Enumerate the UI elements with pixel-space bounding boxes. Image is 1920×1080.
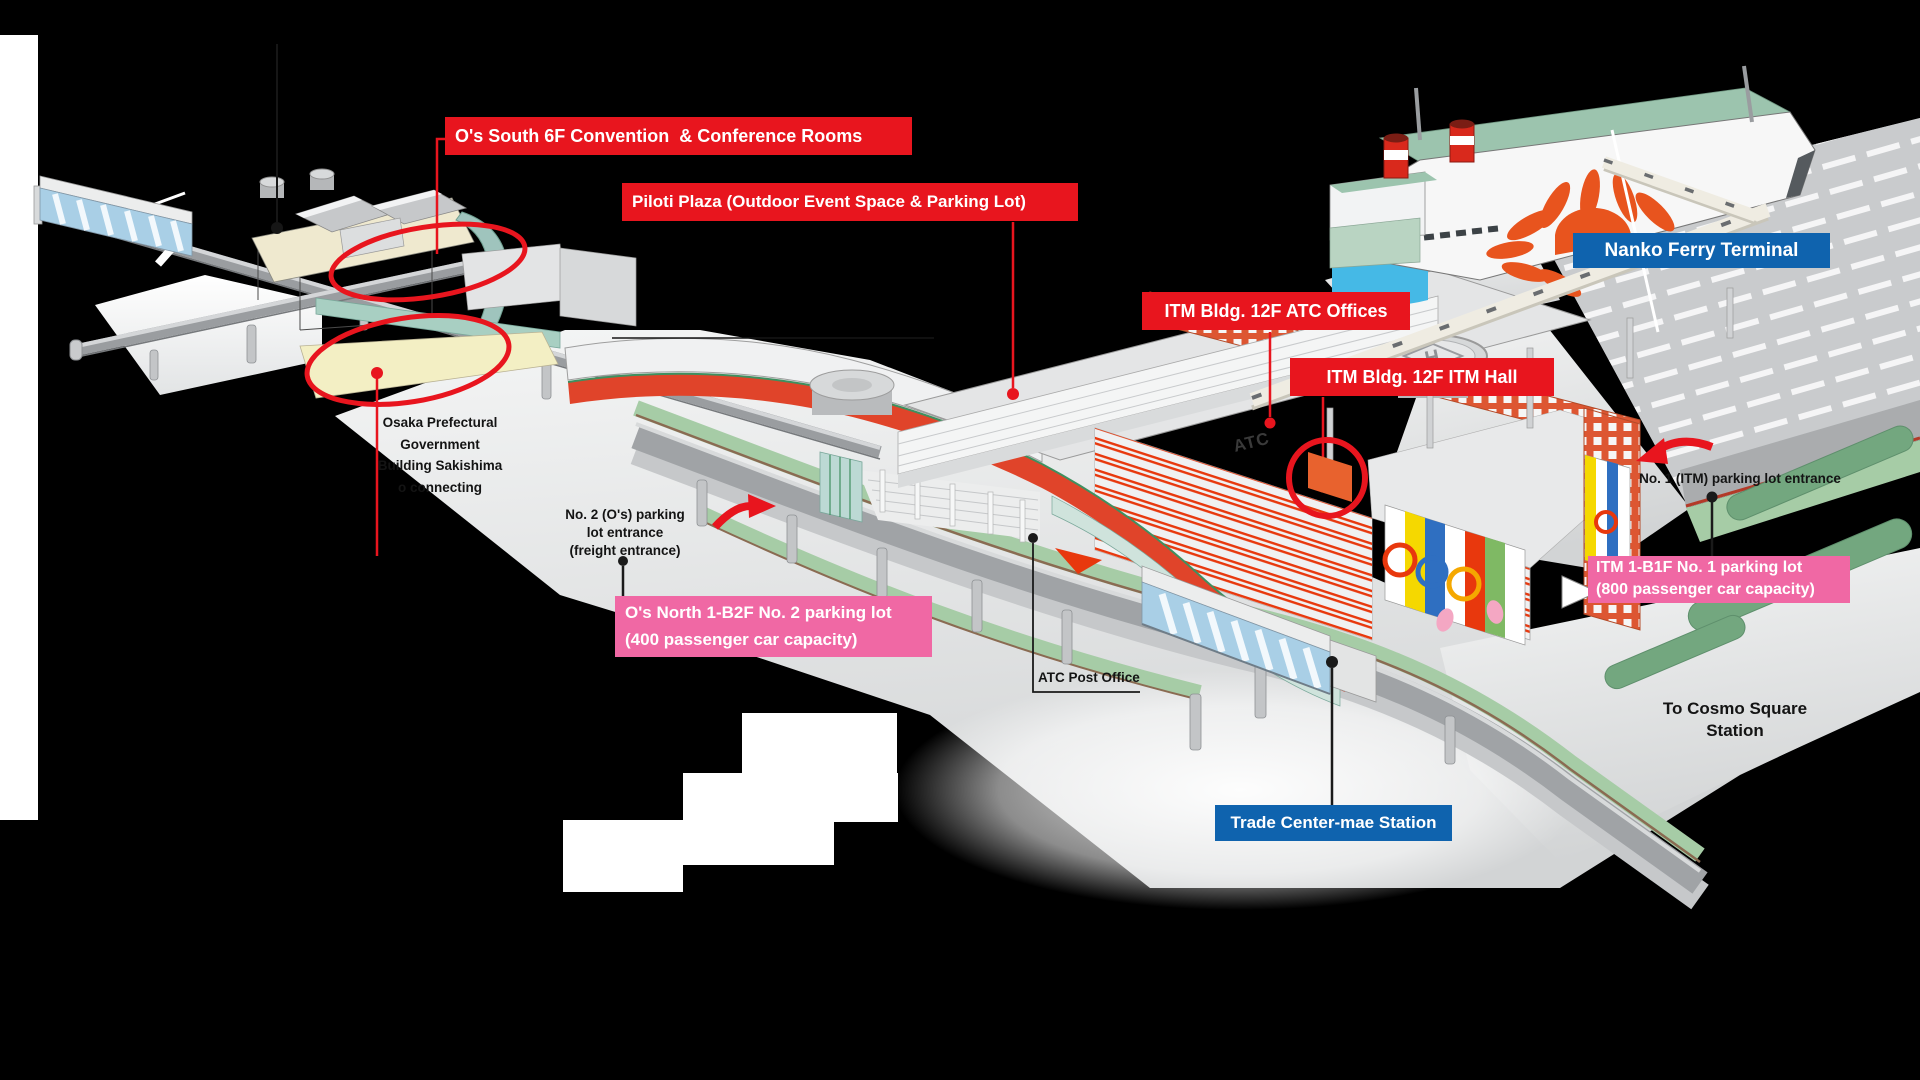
label-itm-atc-offices: ITM Bldg. 12F ATC Offices <box>1142 292 1410 330</box>
label-piloti-plaza: Piloti Plaza (Outdoor Event Space & Park… <box>622 183 1078 221</box>
label-os-north-parking: O's North 1-B2F No. 2 parking lot (400 p… <box>615 596 932 657</box>
label-no2-parking-entrance: No. 2 (O's) parking lot entrance (freigh… <box>565 507 685 558</box>
red-circle-annotation <box>1286 437 1368 519</box>
label-osaka-prefectural-bldg: Osaka Prefectural Government Building Sa… <box>377 415 503 495</box>
label-no1-parking-entrance: No. 1 (ITM) parking lot entrance <box>1639 471 1841 486</box>
label-itm-parking: ITM 1-B1F No. 1 parking lot (800 passeng… <box>1588 556 1850 603</box>
annotations <box>271 44 1718 805</box>
funnel-icons <box>1383 119 1475 179</box>
label-trade-center-mae-station: Trade Center-mae Station <box>1215 805 1452 841</box>
sun-logo <box>1486 169 1675 297</box>
no2-entrance-arrow-icon <box>712 494 776 530</box>
red-ellipse-annotation-upper <box>328 221 528 303</box>
left-walkway-corridor <box>33 175 193 257</box>
banner-wall <box>1382 454 1631 646</box>
atc-rooftop-sign: ATC <box>1231 429 1271 456</box>
page-background-patches <box>0 35 898 892</box>
label-atc-post-office: ATC Post Office <box>1038 670 1140 685</box>
no1-entrance-arrow-icon <box>1636 437 1714 464</box>
label-itm-hall: ITM Bldg. 12F ITM Hall <box>1290 358 1554 396</box>
trade-center-mae-station <box>1141 565 1377 703</box>
label-os-south-convention: O's South 6F Convention & Conference Roo… <box>445 117 912 155</box>
parking-pointer-icon <box>1561 575 1600 609</box>
support-columns <box>149 299 1456 765</box>
label-nanko-ferry-terminal: Nanko Ferry Terminal <box>1573 233 1830 268</box>
red-ellipse-annotation-lower <box>304 313 512 407</box>
label-to-cosmo-square: To Cosmo Square Station <box>1662 699 1808 740</box>
